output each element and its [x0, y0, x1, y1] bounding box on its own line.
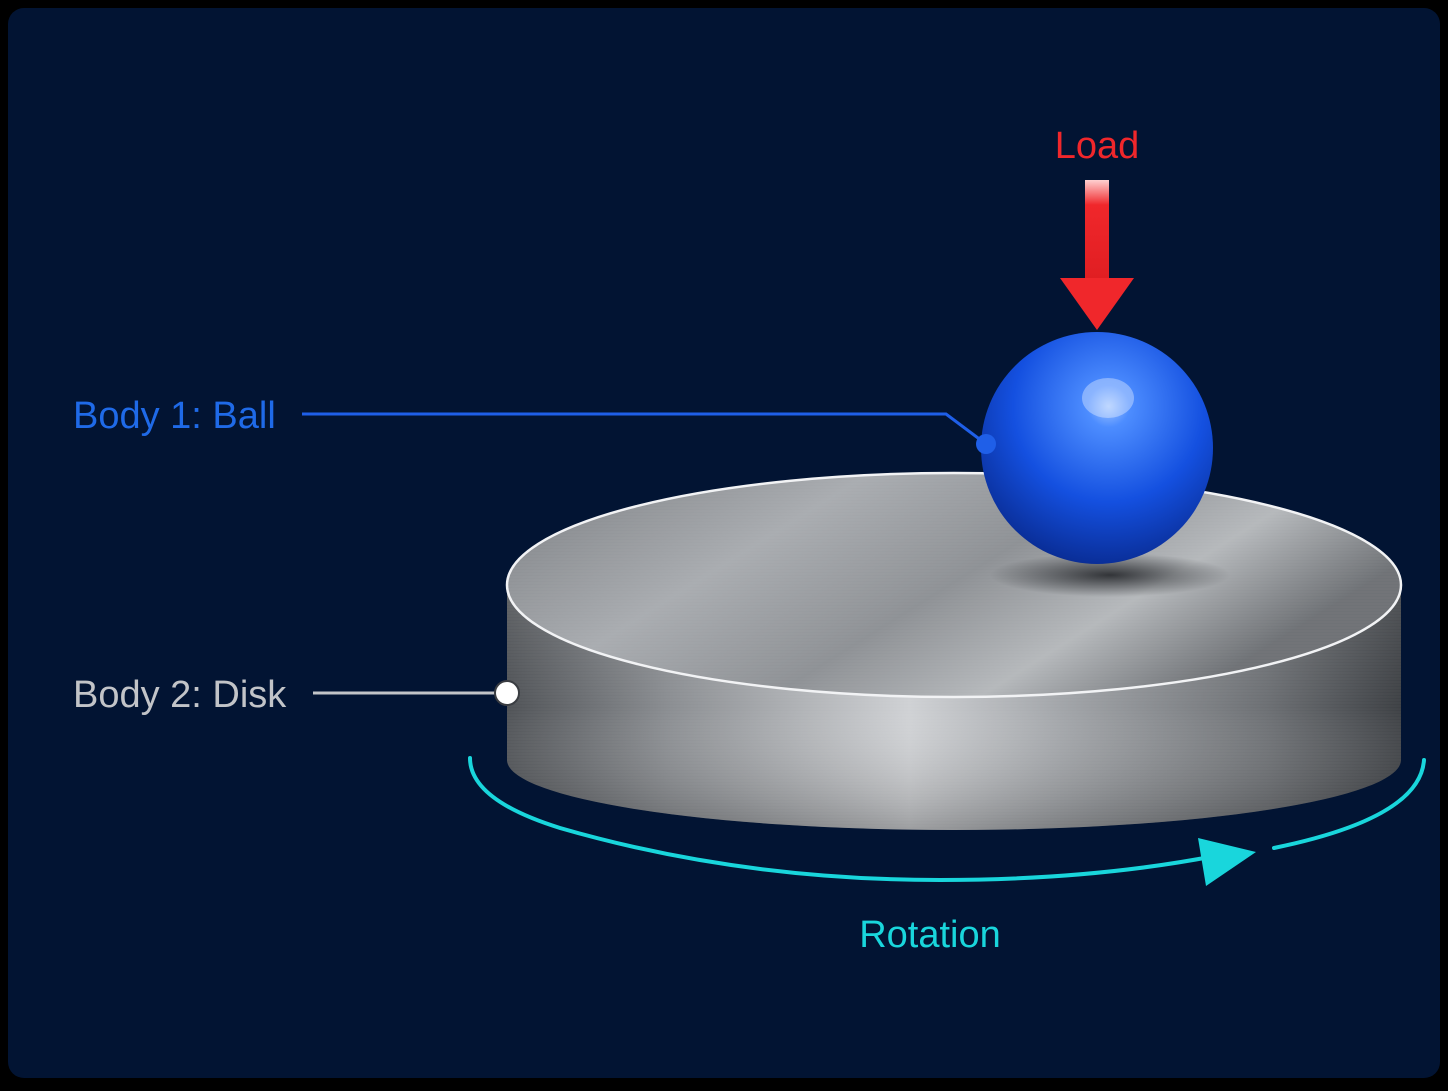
disk-leader-dot [494, 680, 520, 706]
ball-leader-line [302, 412, 987, 446]
rotation-label: Rotation [859, 914, 1001, 956]
ball [981, 332, 1213, 564]
down-arrow-icon [1060, 180, 1134, 330]
ball-shadow [990, 553, 1230, 597]
ball-label: Body 1: Ball [73, 395, 276, 437]
curved-arrow-icon [468, 756, 1426, 886]
ball-leader-dot [976, 434, 996, 454]
disk-label: Body 2: Disk [73, 674, 287, 716]
load-label: Load [1055, 125, 1140, 167]
